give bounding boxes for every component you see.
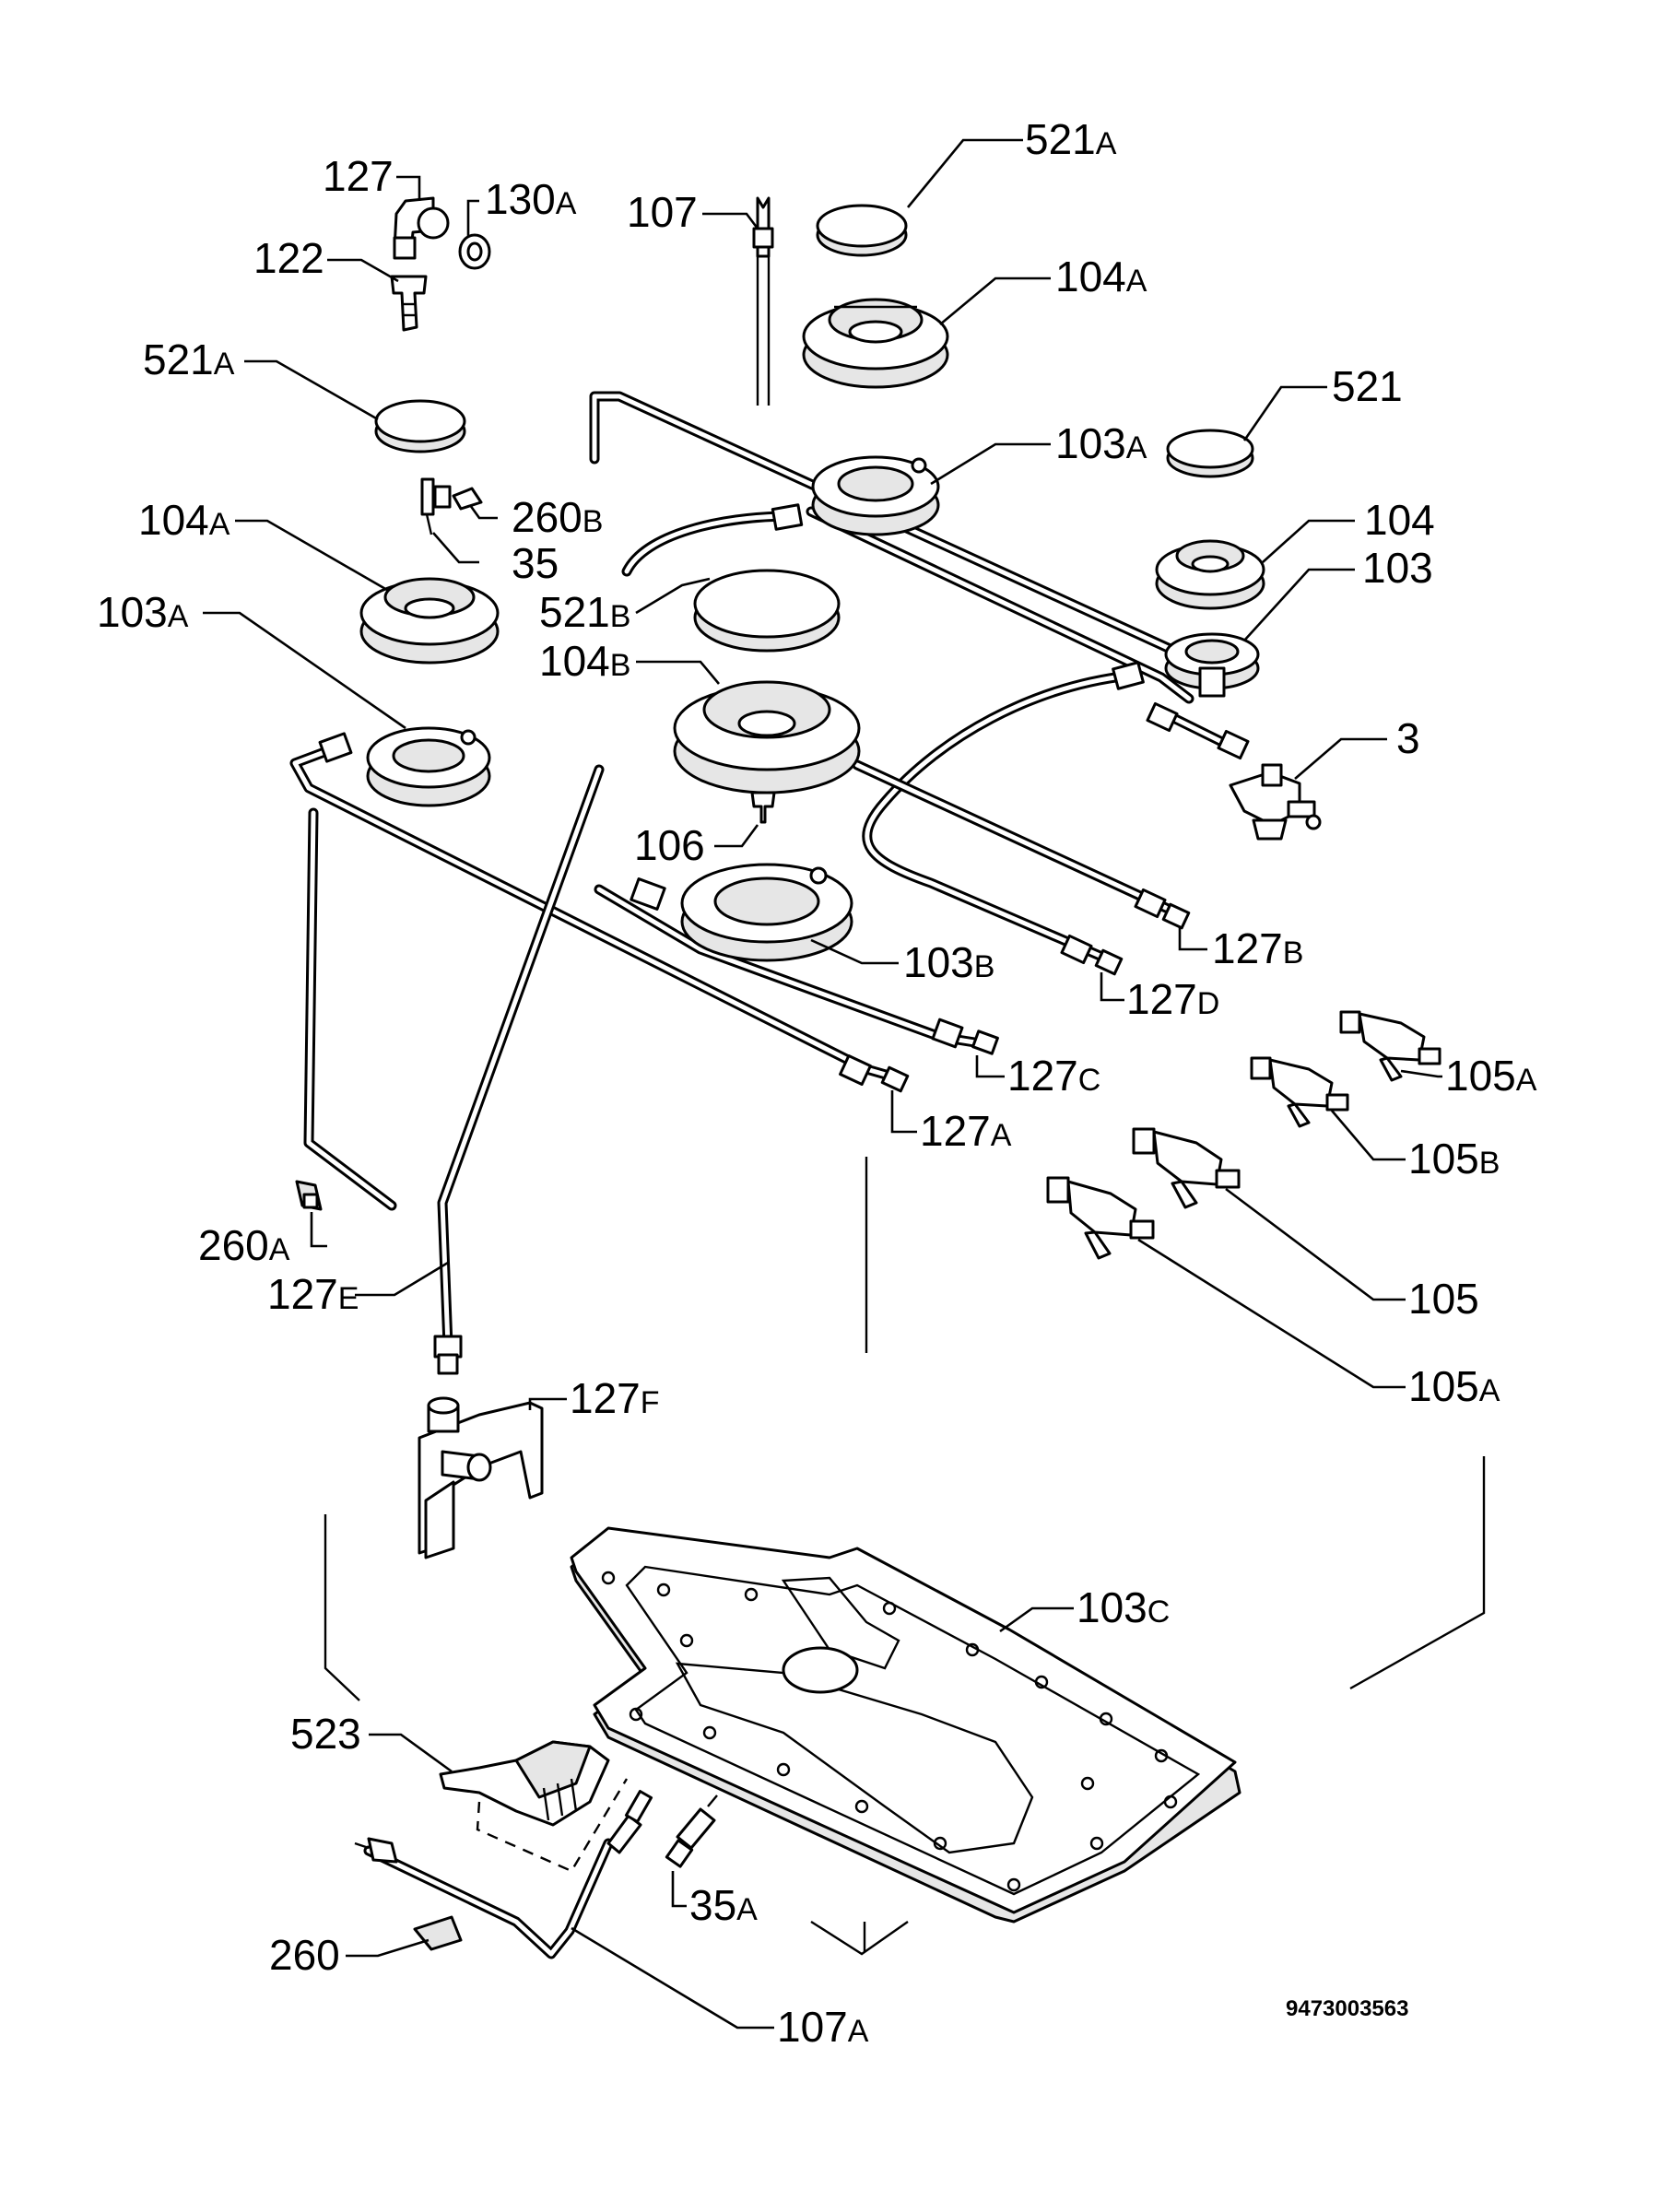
ignition-unit-523 — [439, 1740, 629, 1873]
base-tray-103c — [570, 1526, 1241, 1924]
label-35: 35 — [512, 539, 559, 587]
clip-260b — [452, 487, 483, 511]
label-35a: 35A — [689, 1881, 758, 1929]
label-105a-bottom: 105A — [1408, 1362, 1500, 1410]
part-labels: 521A 107 127 130A 122 104A 521A 521 103A… — [97, 115, 1537, 2051]
document-number: 9473003563 — [1286, 1996, 1408, 2021]
label-103: 103 — [1362, 544, 1433, 592]
valve-105 — [1132, 1127, 1241, 1209]
label-103c: 103C — [1077, 1583, 1170, 1631]
label-107a: 107A — [777, 2003, 869, 2051]
electrode-107a — [354, 1790, 653, 1864]
flame-spreader-104a-top — [802, 298, 949, 389]
label-521: 521 — [1332, 362, 1403, 410]
label-521a-left: 521A — [143, 335, 235, 383]
label-106: 106 — [634, 821, 705, 869]
label-523: 523 — [290, 1710, 361, 1758]
burner-cap-521b — [693, 569, 841, 653]
valve-105a-top — [1339, 1010, 1442, 1082]
label-127: 127 — [323, 152, 394, 200]
label-521a-top: 521A — [1025, 115, 1117, 163]
spark-plug-35 — [420, 477, 452, 535]
leader-lines — [203, 138, 1442, 2030]
flame-spreader-104a-left — [359, 577, 500, 665]
elbow-fitting-127 — [393, 196, 450, 260]
label-127e: 127E — [267, 1270, 359, 1318]
clip-260a — [295, 1180, 323, 1211]
valve-105a-bottom — [1046, 1176, 1155, 1260]
label-103a-left: 103A — [97, 588, 189, 636]
burner-base-103 — [1164, 632, 1260, 698]
burner-cap-521a-left — [374, 399, 466, 453]
label-103b: 103B — [903, 938, 994, 986]
label-104: 104 — [1364, 496, 1435, 544]
label-104b: 104B — [539, 637, 630, 685]
washer-130a — [458, 233, 491, 270]
label-260a: 260A — [198, 1221, 290, 1269]
label-105b: 105B — [1408, 1135, 1500, 1182]
label-104a-left: 104A — [138, 496, 230, 544]
label-103a-mid: 103A — [1055, 419, 1147, 467]
label-105: 105 — [1408, 1275, 1479, 1323]
pipe-fittings — [318, 503, 1250, 1375]
nozzle-holder-122 — [390, 275, 428, 332]
injector-106 — [750, 791, 776, 824]
burner-base-103a-mid — [811, 455, 940, 536]
label-127a: 127A — [920, 1107, 1012, 1155]
label-127b: 127B — [1212, 924, 1303, 972]
label-127c: 127C — [1007, 1052, 1100, 1100]
label-127f: 127F — [570, 1374, 660, 1422]
label-105a-top: 105A — [1445, 1052, 1537, 1100]
bracket-127f — [418, 1396, 544, 1559]
label-104a-top: 104A — [1055, 253, 1147, 300]
gas-pipes — [289, 256, 1241, 1959]
gas-valve-3 — [1229, 763, 1322, 841]
valve-105b — [1250, 1056, 1349, 1128]
label-130a: 130A — [485, 175, 577, 223]
label-260: 260 — [269, 1931, 340, 1979]
frame-lines — [324, 1157, 1486, 1956]
label-122: 122 — [253, 234, 324, 282]
label-521b: 521B — [539, 588, 630, 636]
label-260b: 260B — [512, 493, 603, 541]
flame-spreader-104b — [673, 680, 861, 794]
burner-base-103a-left — [366, 726, 491, 807]
burner-cap-521a-top — [816, 204, 908, 257]
label-107: 107 — [627, 188, 698, 236]
clip-260 — [413, 1915, 463, 1951]
flame-spreader-104 — [1155, 539, 1265, 610]
thermocouple-107 — [752, 196, 774, 258]
spark-plug-35a — [665, 1794, 718, 1868]
label-127d: 127D — [1126, 975, 1219, 1023]
burner-cap-521 — [1166, 429, 1254, 478]
label-3: 3 — [1396, 714, 1420, 762]
burner-base-103b — [680, 863, 853, 962]
